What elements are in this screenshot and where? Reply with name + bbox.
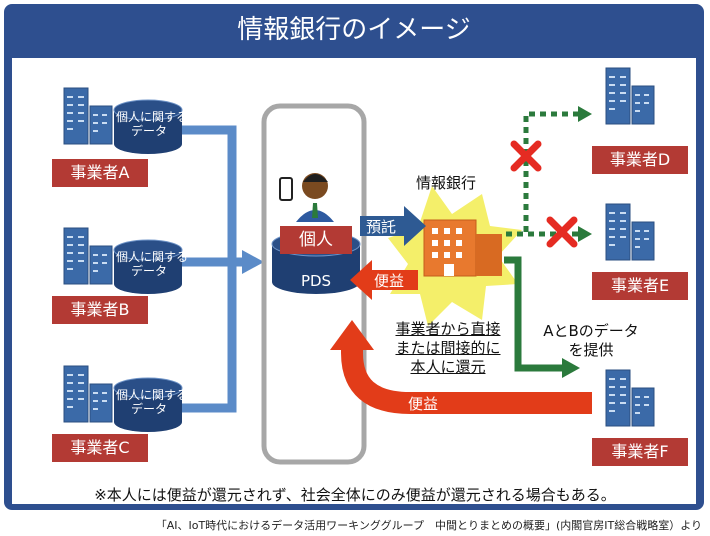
provide-text-line: AとBのデータ (543, 322, 639, 340)
benefit-label-f: 便益 (408, 395, 439, 413)
benefit-return-arrow (330, 320, 592, 414)
company-label-b: 事業者B (52, 296, 148, 324)
provide-explanation: AとBのデータ を提供 (532, 322, 650, 360)
deposit-label: 預託 (366, 218, 397, 236)
data-label: 個人に関するデータ (116, 250, 188, 278)
server-icon (63, 227, 113, 285)
building-icon (423, 219, 502, 277)
data-label: 個人に関するデータ (116, 388, 188, 416)
data-label-line1: 個人に関する (116, 388, 189, 402)
return-explanation: 事業者から直接 または間接的に 本人に還元 (384, 320, 512, 377)
data-label-line2: データ (130, 124, 167, 138)
server-icon (605, 369, 655, 427)
return-text-line: 本人に還元 (410, 358, 486, 376)
company-label-c: 事業者C (52, 434, 148, 462)
cross-icon (546, 216, 578, 248)
bank-label: 情報銀行 (416, 174, 477, 192)
data-label-line2: データ (130, 264, 167, 278)
return-text-line: または間接的に (395, 339, 501, 357)
company-label-e: 事業者E (592, 272, 688, 300)
source-credit: 「AI、IoT時代におけるデータ活用ワーキンググループ 中間とりまとめの概要」(… (155, 519, 702, 532)
cross-icon (510, 140, 542, 172)
server-icon (63, 87, 113, 145)
deposit-arrow (360, 206, 426, 246)
data-label: 個人に関するデータ (116, 110, 188, 138)
provide-text-line: を提供 (568, 341, 614, 359)
pds-label: PDS (300, 272, 332, 290)
server-icon (605, 67, 655, 125)
company-label-d: 事業者D (592, 146, 688, 174)
data-label-line1: 個人に関する (116, 110, 189, 124)
footnote: ※本人には便益が還元されず、社会全体にのみ便益が還元される場合もある。 (94, 486, 616, 504)
company-label-f: 事業者F (592, 438, 688, 466)
return-text-line: 事業者から直接 (395, 320, 501, 338)
individual-label: 個人 (280, 226, 352, 254)
data-label-line1: 個人に関する (116, 250, 189, 264)
benefit-label: 便益 (374, 272, 405, 290)
page-title: 情報銀行のイメージ (237, 15, 471, 45)
smartphone-icon (279, 177, 293, 201)
server-icon (63, 365, 113, 423)
diagram-panel: 個人に関するデータ 個人に関するデータ 個人に関するデータ 事業者A 事業者B … (12, 58, 696, 504)
collection-arrows (180, 125, 264, 413)
diagram-canvas (63, 67, 655, 465)
person-icon (296, 173, 334, 222)
server-icon (605, 203, 655, 261)
provision-arrow-f (504, 256, 580, 378)
data-label-line2: データ (130, 402, 167, 416)
company-label-a: 事業者A (52, 159, 148, 187)
benefit-arrow (350, 260, 418, 300)
